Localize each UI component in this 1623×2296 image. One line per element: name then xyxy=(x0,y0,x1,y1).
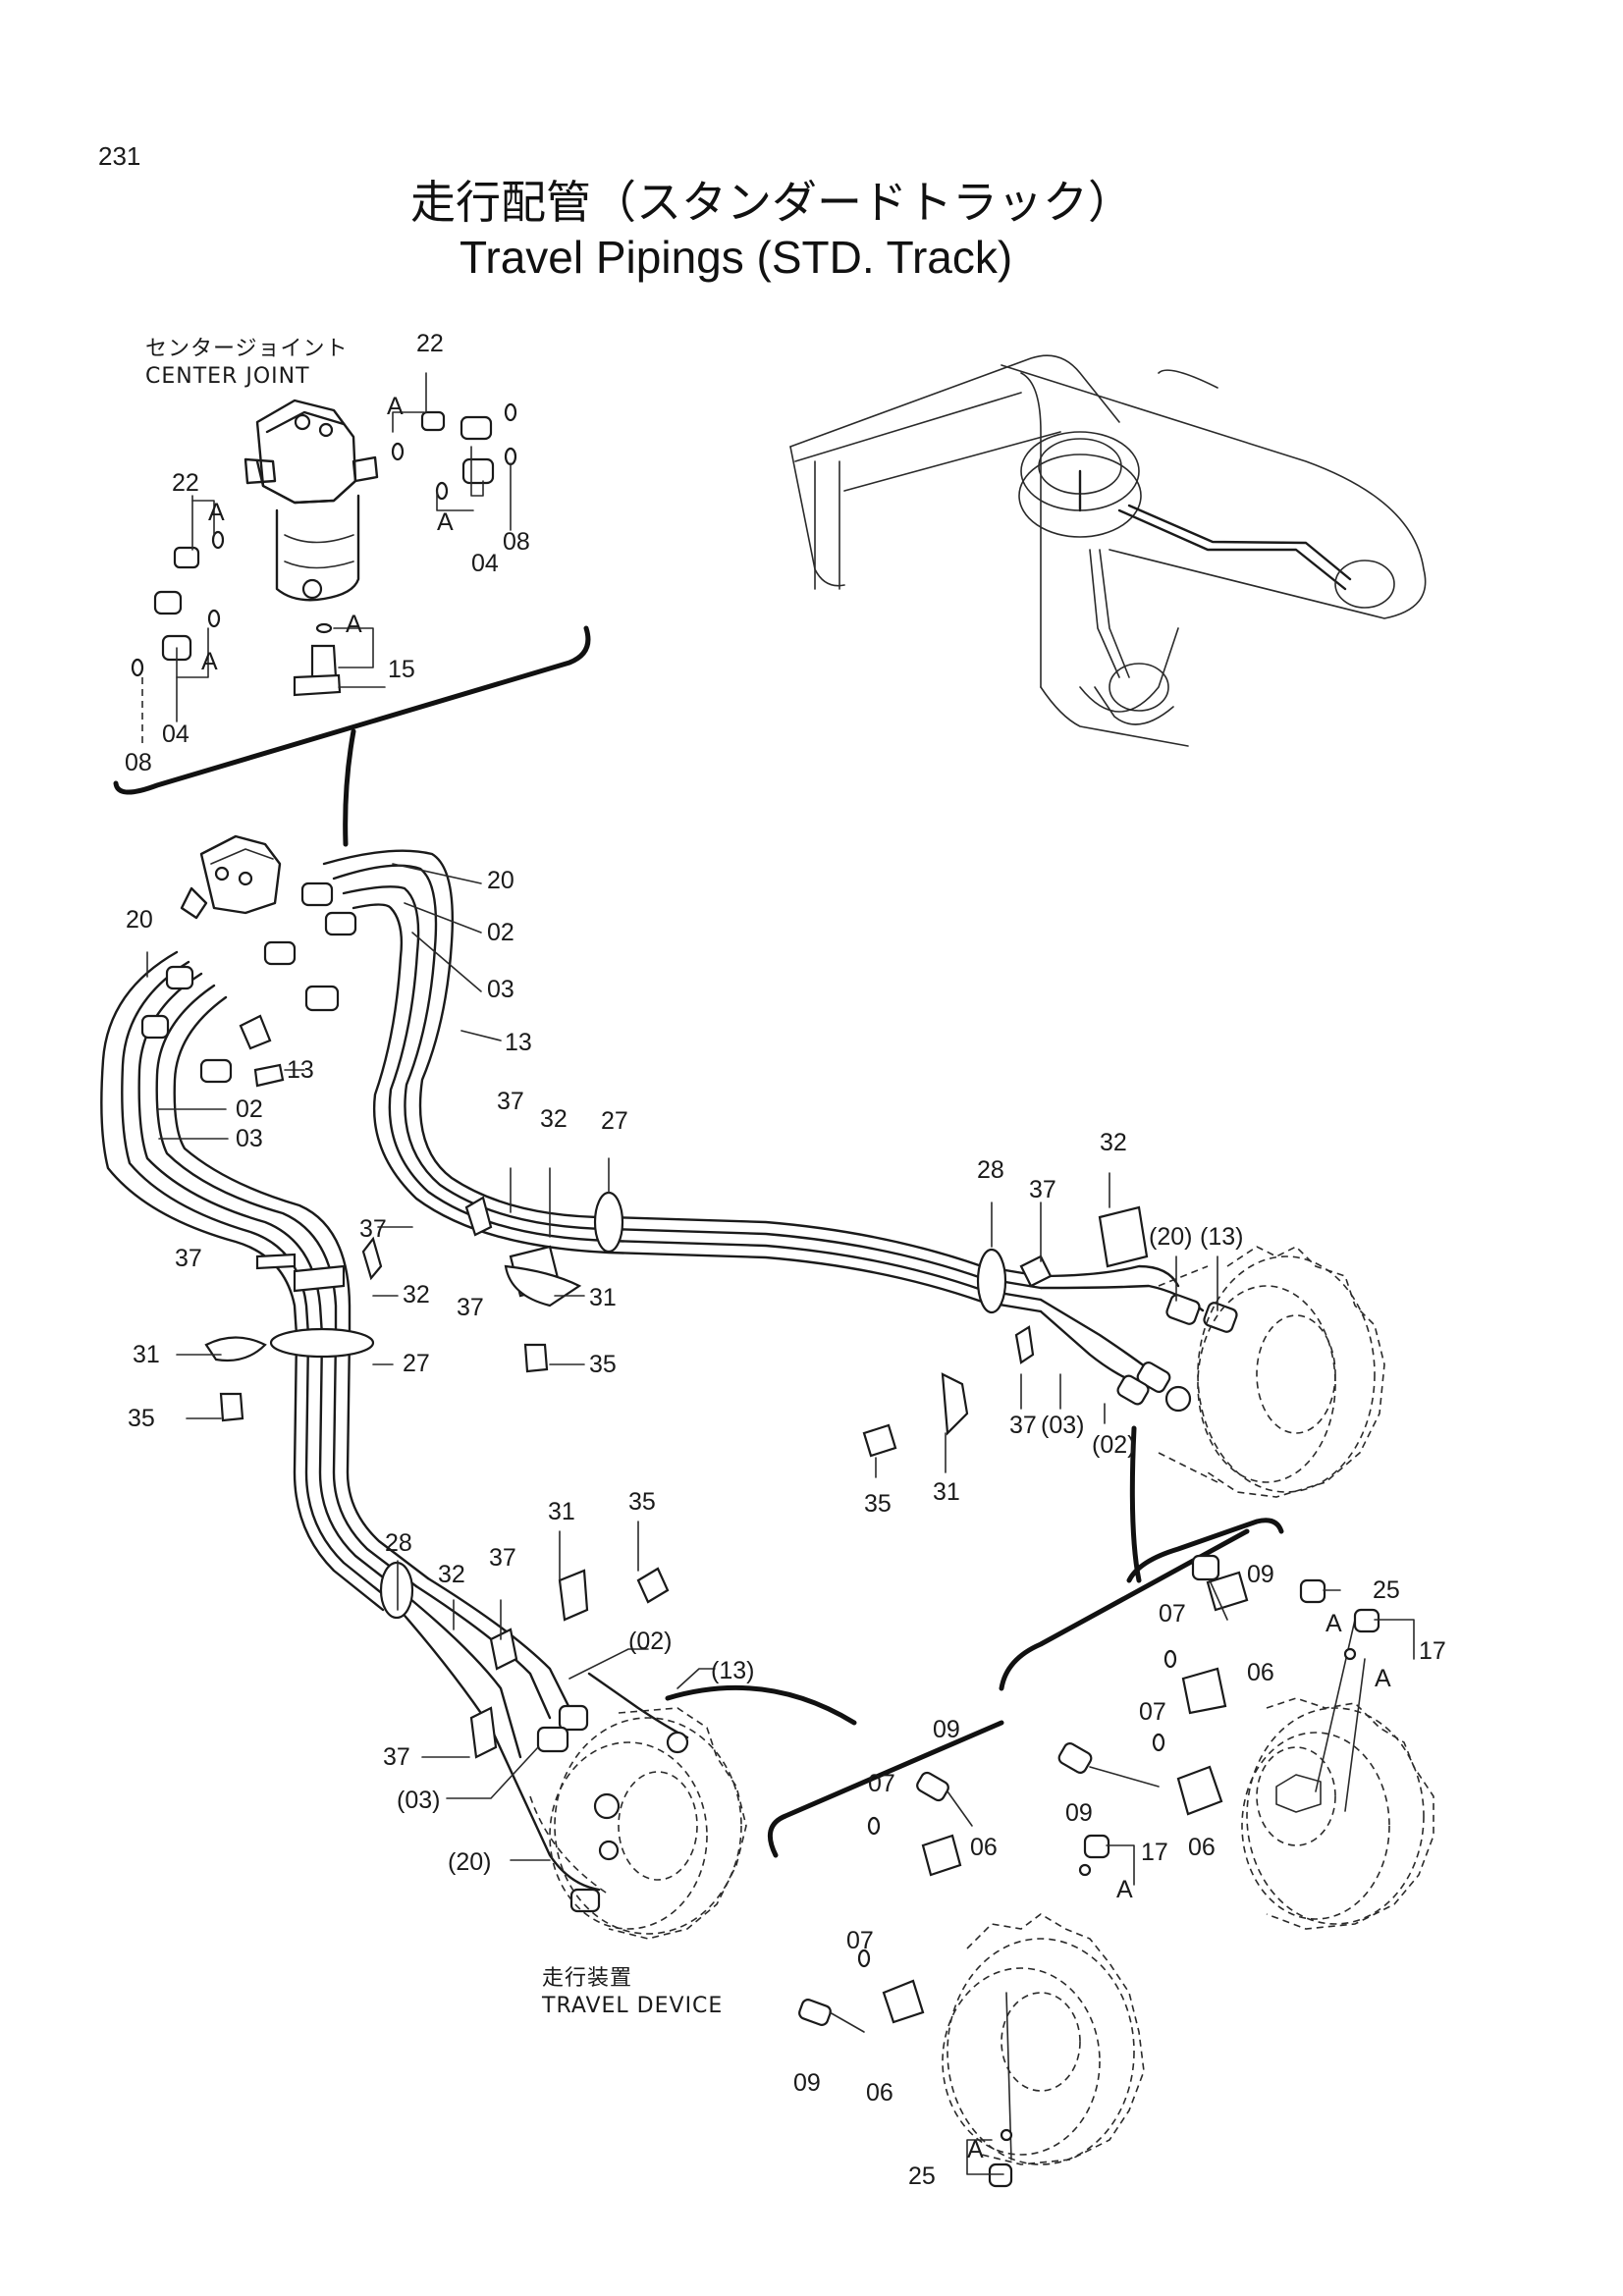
travel-motor-lower-left xyxy=(529,1707,747,1940)
travel-motor-bottom xyxy=(942,1913,1145,2165)
callout: 07 xyxy=(868,1770,895,1797)
callout: A xyxy=(387,393,404,420)
callout: 13 xyxy=(287,1056,314,1084)
callout: 20 xyxy=(487,867,514,894)
travel-device-label-jp: 走行装置 xyxy=(542,1966,632,1991)
callout: 03 xyxy=(236,1125,263,1152)
travel-device-label-en: TRAVEL DEVICE xyxy=(541,1994,723,2018)
center-joint-label-en: CENTER JOINT xyxy=(145,364,310,389)
callout: 22 xyxy=(416,330,444,357)
callout: 04 xyxy=(162,721,189,748)
callout: 25 xyxy=(1373,1576,1400,1604)
callout: 28 xyxy=(385,1529,412,1557)
callout: 02 xyxy=(487,919,514,946)
callout: A xyxy=(1325,1610,1342,1637)
callout: 28 xyxy=(977,1156,1004,1184)
callout: 37 xyxy=(489,1544,516,1572)
callout: 07 xyxy=(846,1927,874,1954)
callout: 08 xyxy=(125,749,152,776)
callout: 27 xyxy=(601,1107,628,1135)
center-joint-body xyxy=(243,399,379,602)
callout: 03 xyxy=(487,976,514,1003)
callout: 17 xyxy=(1419,1637,1446,1665)
callout: 32 xyxy=(403,1281,430,1308)
callout: (02) xyxy=(1092,1431,1135,1459)
callout: 37 xyxy=(497,1088,524,1115)
page-number: 231 xyxy=(98,141,140,171)
callout: 06 xyxy=(970,1834,998,1861)
callout: A xyxy=(967,2136,984,2163)
callout: 37 xyxy=(175,1245,202,1272)
callout: 25 xyxy=(908,2163,936,2190)
callout: 17 xyxy=(1141,1839,1168,1866)
callout: 32 xyxy=(1100,1129,1127,1156)
piping-harness xyxy=(100,834,1238,1913)
callout: (03) xyxy=(397,1787,440,1814)
callout: 08 xyxy=(503,528,530,556)
part-callouts: 22 A 22 A A 04 08 A 15 A 04 08 20 02 03 … xyxy=(125,330,1446,2190)
callout: 35 xyxy=(128,1405,155,1432)
callout: 35 xyxy=(864,1490,892,1518)
travel-motor-lower-right xyxy=(1241,1619,1434,1930)
callout: 04 xyxy=(471,550,499,577)
title-japanese: 走行配管（スタンダードトラック） xyxy=(410,176,1133,229)
callout: 37 xyxy=(457,1294,484,1321)
travel-motor-upper xyxy=(1158,1246,1385,1498)
center-joint-label-jp: センタージョイント xyxy=(145,337,349,361)
callout: 35 xyxy=(628,1488,656,1516)
callout: 37 xyxy=(383,1743,410,1771)
callout: A xyxy=(346,611,362,638)
center-joint-inset: センタージョイント CENTER JOINT xyxy=(113,337,591,847)
callout: 09 xyxy=(1247,1561,1274,1588)
flange-details xyxy=(798,1554,1415,2188)
callout: 31 xyxy=(589,1284,617,1311)
callout: (02) xyxy=(628,1628,672,1655)
callout: 27 xyxy=(403,1350,430,1377)
callout: 37 xyxy=(359,1215,387,1243)
callout: 22 xyxy=(172,469,199,497)
callout: (20) xyxy=(1149,1223,1192,1251)
callout: 09 xyxy=(793,2069,821,2097)
callout: (03) xyxy=(1041,1412,1084,1439)
callout: (13) xyxy=(711,1657,754,1684)
callout: A xyxy=(208,499,225,526)
title-english: Travel Pipings (STD. Track) xyxy=(460,232,1012,283)
callout: 37 xyxy=(1009,1412,1037,1439)
callout: 31 xyxy=(133,1341,160,1368)
callout: (20) xyxy=(448,1848,491,1876)
callout: A xyxy=(1375,1665,1391,1692)
callout: 32 xyxy=(438,1561,465,1588)
callout: A xyxy=(201,648,218,675)
callout: 35 xyxy=(589,1351,617,1378)
callout: 07 xyxy=(1139,1698,1166,1726)
callout: 15 xyxy=(388,656,415,683)
callout: 02 xyxy=(236,1095,263,1123)
callout: 32 xyxy=(540,1105,568,1133)
callout: (13) xyxy=(1200,1223,1243,1251)
callout: 09 xyxy=(1065,1799,1093,1827)
callout: 07 xyxy=(1159,1600,1186,1628)
callout: A xyxy=(437,508,454,536)
callout: 20 xyxy=(126,906,153,934)
callout: A xyxy=(1116,1876,1133,1903)
callout: 06 xyxy=(866,2079,893,2107)
callout: 31 xyxy=(933,1478,960,1506)
callout: 31 xyxy=(548,1498,575,1525)
callout: 37 xyxy=(1029,1176,1056,1203)
callout: 09 xyxy=(933,1716,960,1743)
callout: 06 xyxy=(1188,1834,1216,1861)
callout: 06 xyxy=(1247,1659,1274,1686)
callout: 13 xyxy=(505,1029,532,1056)
undercarriage-overview xyxy=(789,354,1427,747)
